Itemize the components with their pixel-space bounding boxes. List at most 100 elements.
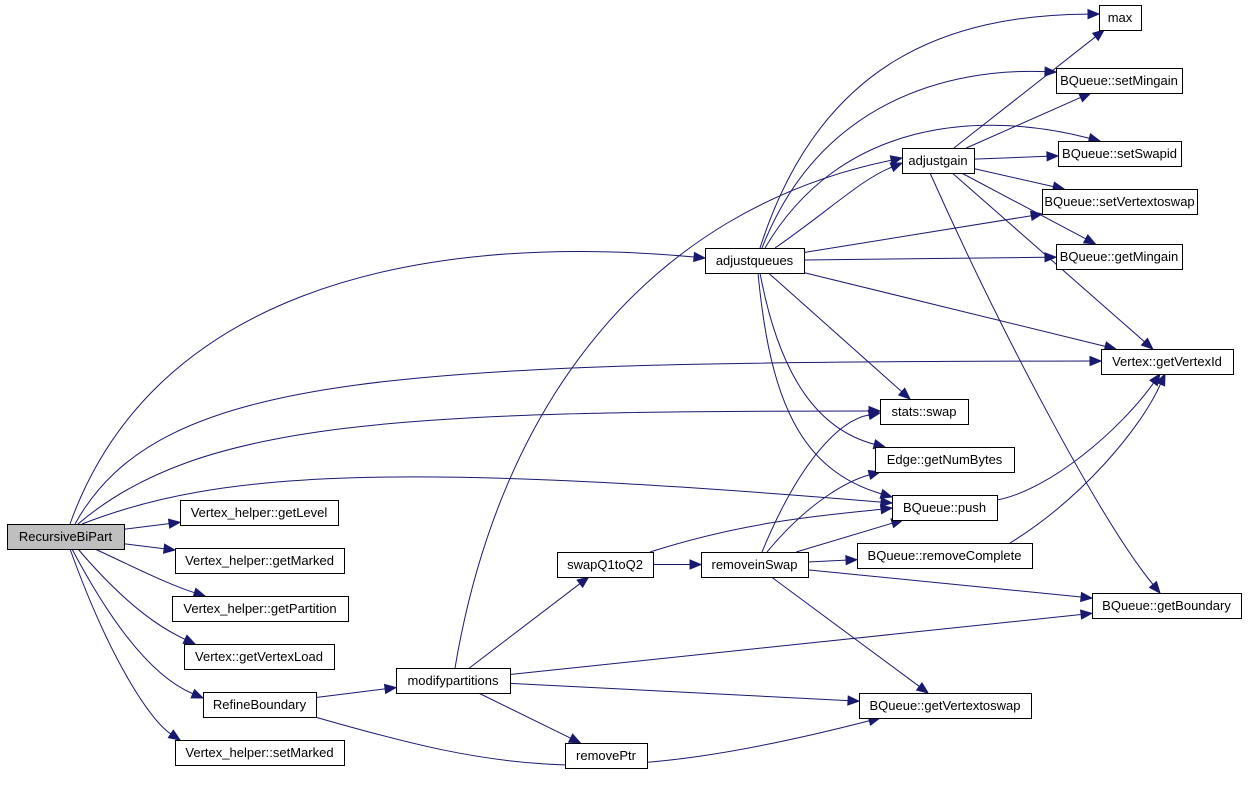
- node-Vertex_helper_getLevel[interactable]: Vertex_helper::getLevel: [180, 500, 339, 526]
- edge-removeinSwap-to-BQueue_getVertextoswap: [771, 576, 930, 694]
- node-removeinSwap[interactable]: removeinSwap: [701, 552, 809, 578]
- edge-line: [761, 70, 1046, 249]
- node-label: BQueue::removeComplete: [868, 548, 1022, 563]
- edge-line: [123, 543, 165, 550]
- node-Vertex_getVertexId[interactable]: Vertex::getVertexId: [1101, 349, 1234, 375]
- edge-swapQ1toQ2-to-removeinSwap: [653, 559, 703, 570]
- node-max[interactable]: max: [1099, 5, 1142, 31]
- edge-line: [94, 548, 195, 594]
- arrowhead-icon: [897, 387, 911, 400]
- edge-RecursiveBiPart-to-RefineBoundary: [71, 548, 205, 699]
- edge-line: [796, 522, 893, 553]
- node-box: [859, 693, 1032, 719]
- arrowhead-icon: [1089, 355, 1103, 367]
- edge-modifypartitions-to-BQueue_getVertextoswap: [509, 682, 861, 706]
- edge-line: [649, 508, 882, 553]
- node-label: adjustgain: [908, 153, 967, 168]
- edge-adjustqueues-to-BQueue_getMingain: [803, 252, 1058, 263]
- arrowhead-icon: [383, 683, 398, 695]
- arrowhead-icon: [693, 251, 707, 263]
- node-box: [396, 668, 511, 694]
- edge-BQueue_removeComplete-to-Vertex_getVertexId: [1009, 372, 1166, 544]
- node-box: [1101, 349, 1234, 375]
- edge-adjustgain-to-max: [953, 29, 1106, 149]
- node-stats_swap[interactable]: stats::swap: [880, 399, 969, 425]
- node-box: [1099, 5, 1142, 31]
- edge-RecursiveBiPart-to-BQueue_push: [81, 476, 894, 525]
- arrowhead-icon: [167, 518, 182, 529]
- node-label: stats::swap: [891, 404, 956, 419]
- node-label: removePtr: [576, 748, 637, 763]
- node-adjustqueues[interactable]: adjustqueues: [705, 248, 805, 274]
- node-label: Vertex::getVertexId: [1112, 354, 1222, 369]
- edge-line: [961, 172, 1086, 240]
- edge-line: [771, 576, 920, 687]
- edge-adjustqueues-to-BQueue_push: [757, 272, 894, 499]
- edge-removeinSwap-to-stats_swap: [761, 409, 882, 553]
- node-removePtr[interactable]: removePtr: [565, 743, 648, 769]
- edge-line: [774, 166, 892, 249]
- node-label: removeinSwap: [712, 557, 798, 572]
- node-RecursiveBiPart[interactable]: RecursiveBiPart: [7, 524, 125, 550]
- node-box: [565, 743, 648, 769]
- edge-adjustgain-to-BQueue_setMingain: [966, 92, 1092, 149]
- edge-RecursiveBiPart-to-Vertex_helper_getMarked: [123, 543, 177, 554]
- arrowhead-icon: [1148, 580, 1161, 595]
- edge-line: [74, 360, 1091, 525]
- edge-adjustqueues-to-BQueue_setSwapid: [764, 124, 1102, 249]
- edge-line: [973, 155, 1048, 160]
- arrowhead-icon: [190, 688, 205, 699]
- edge-line: [759, 272, 875, 445]
- edge-line: [1009, 383, 1161, 544]
- edge-removeinSwap-to-BQueue_getBoundary: [807, 569, 1094, 603]
- node-BQueue_setMingain[interactable]: BQueue::setMingain: [1056, 68, 1183, 94]
- node-Edge_getNumBytes[interactable]: Edge::getNumBytes: [875, 447, 1015, 473]
- node-box: [1042, 189, 1198, 215]
- node-label: adjustqueues: [716, 253, 794, 268]
- arrowhead-icon: [1091, 29, 1106, 42]
- arrowhead-icon: [1082, 233, 1097, 245]
- edge-line: [973, 168, 1054, 188]
- edge-adjustqueues-to-Vertex_getVertexId: [803, 272, 1118, 352]
- node-label: Vertex_helper::setMarked: [185, 745, 333, 760]
- edge-RefineBoundary-to-modifypartitions: [315, 683, 398, 698]
- node-label: Vertex_helper::getPartition: [183, 601, 336, 616]
- node-label: Vertex_helper::getMarked: [185, 553, 334, 568]
- node-BQueue_getBoundary[interactable]: BQueue::getBoundary: [1092, 593, 1242, 619]
- node-box: [180, 500, 339, 526]
- node-BQueue_setSwapid[interactable]: BQueue::setSwapid: [1058, 141, 1182, 167]
- node-Vertex_helper_getPartition[interactable]: Vertex_helper::getPartition: [172, 596, 349, 622]
- node-box: [1056, 68, 1183, 94]
- node-BQueue_removeComplete[interactable]: BQueue::removeComplete: [857, 543, 1033, 569]
- node-modifypartitions[interactable]: modifypartitions: [396, 668, 511, 694]
- node-BQueue_push[interactable]: BQueue::push: [892, 495, 998, 521]
- edge-modifypartitions-to-removePtr: [478, 692, 582, 744]
- node-swapQ1toQ2[interactable]: swapQ1toQ2: [557, 552, 654, 578]
- edge-line: [929, 172, 1154, 585]
- node-box: [557, 552, 654, 578]
- node-label: RecursiveBiPart: [19, 529, 113, 544]
- arrowhead-icon: [1044, 252, 1058, 263]
- edge-line: [71, 548, 194, 695]
- node-box: [7, 524, 125, 550]
- edge-RecursiveBiPart-to-Vertex_helper_getLevel: [123, 518, 182, 530]
- node-RefineBoundary[interactable]: RefineBoundary: [203, 692, 317, 718]
- arrowhead-icon: [162, 543, 177, 554]
- node-Vertex_getVertexLoad[interactable]: Vertex::getVertexLoad: [184, 644, 335, 670]
- arrowhead-icon: [689, 559, 703, 570]
- node-Vertex_helper_getMarked[interactable]: Vertex_helper::getMarked: [175, 548, 345, 574]
- node-BQueue_setVertextoswap[interactable]: BQueue::setVertextoswap: [1042, 189, 1198, 215]
- node-BQueue_getMingain[interactable]: BQueue::getMingain: [1056, 244, 1183, 270]
- edge-line: [81, 476, 882, 525]
- edge-adjustqueues-to-BQueue_setVertextoswap: [803, 210, 1044, 253]
- node-label: BQueue::setMingain: [1060, 73, 1178, 88]
- edge-line: [315, 688, 386, 698]
- arrowhead-icon: [1140, 337, 1154, 350]
- edge-line: [478, 692, 571, 739]
- arrowhead-icon: [192, 587, 207, 598]
- node-Vertex_helper_setMarked[interactable]: Vertex_helper::setMarked: [175, 740, 345, 766]
- node-adjustgain[interactable]: adjustgain: [902, 148, 975, 174]
- node-label: Vertex::getVertexLoad: [195, 649, 323, 664]
- edge-line: [69, 548, 172, 735]
- node-BQueue_getVertextoswap[interactable]: BQueue::getVertextoswap: [859, 693, 1032, 719]
